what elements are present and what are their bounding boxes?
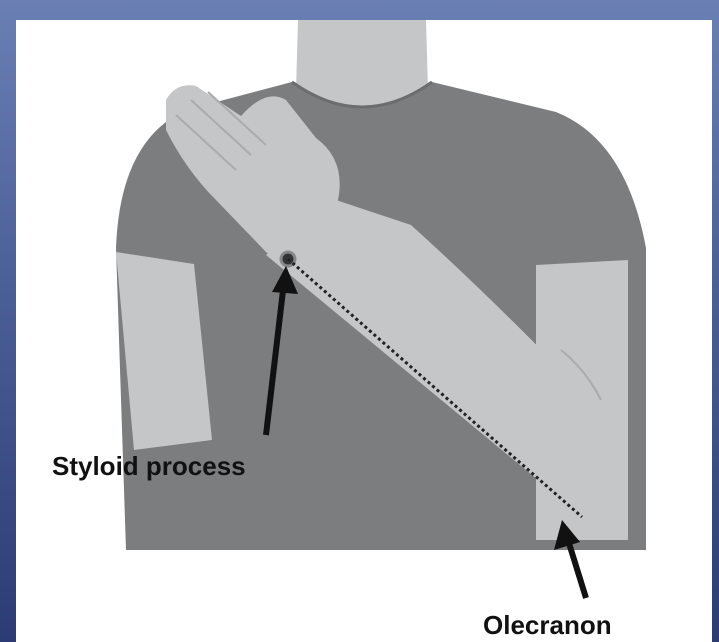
figure-panel: Styloid process Olecranon (16, 20, 712, 642)
olecranon-label: Olecranon (483, 610, 612, 641)
neck (296, 20, 428, 108)
body-illustration (16, 20, 712, 642)
styloid-label: Styloid process (52, 451, 246, 482)
